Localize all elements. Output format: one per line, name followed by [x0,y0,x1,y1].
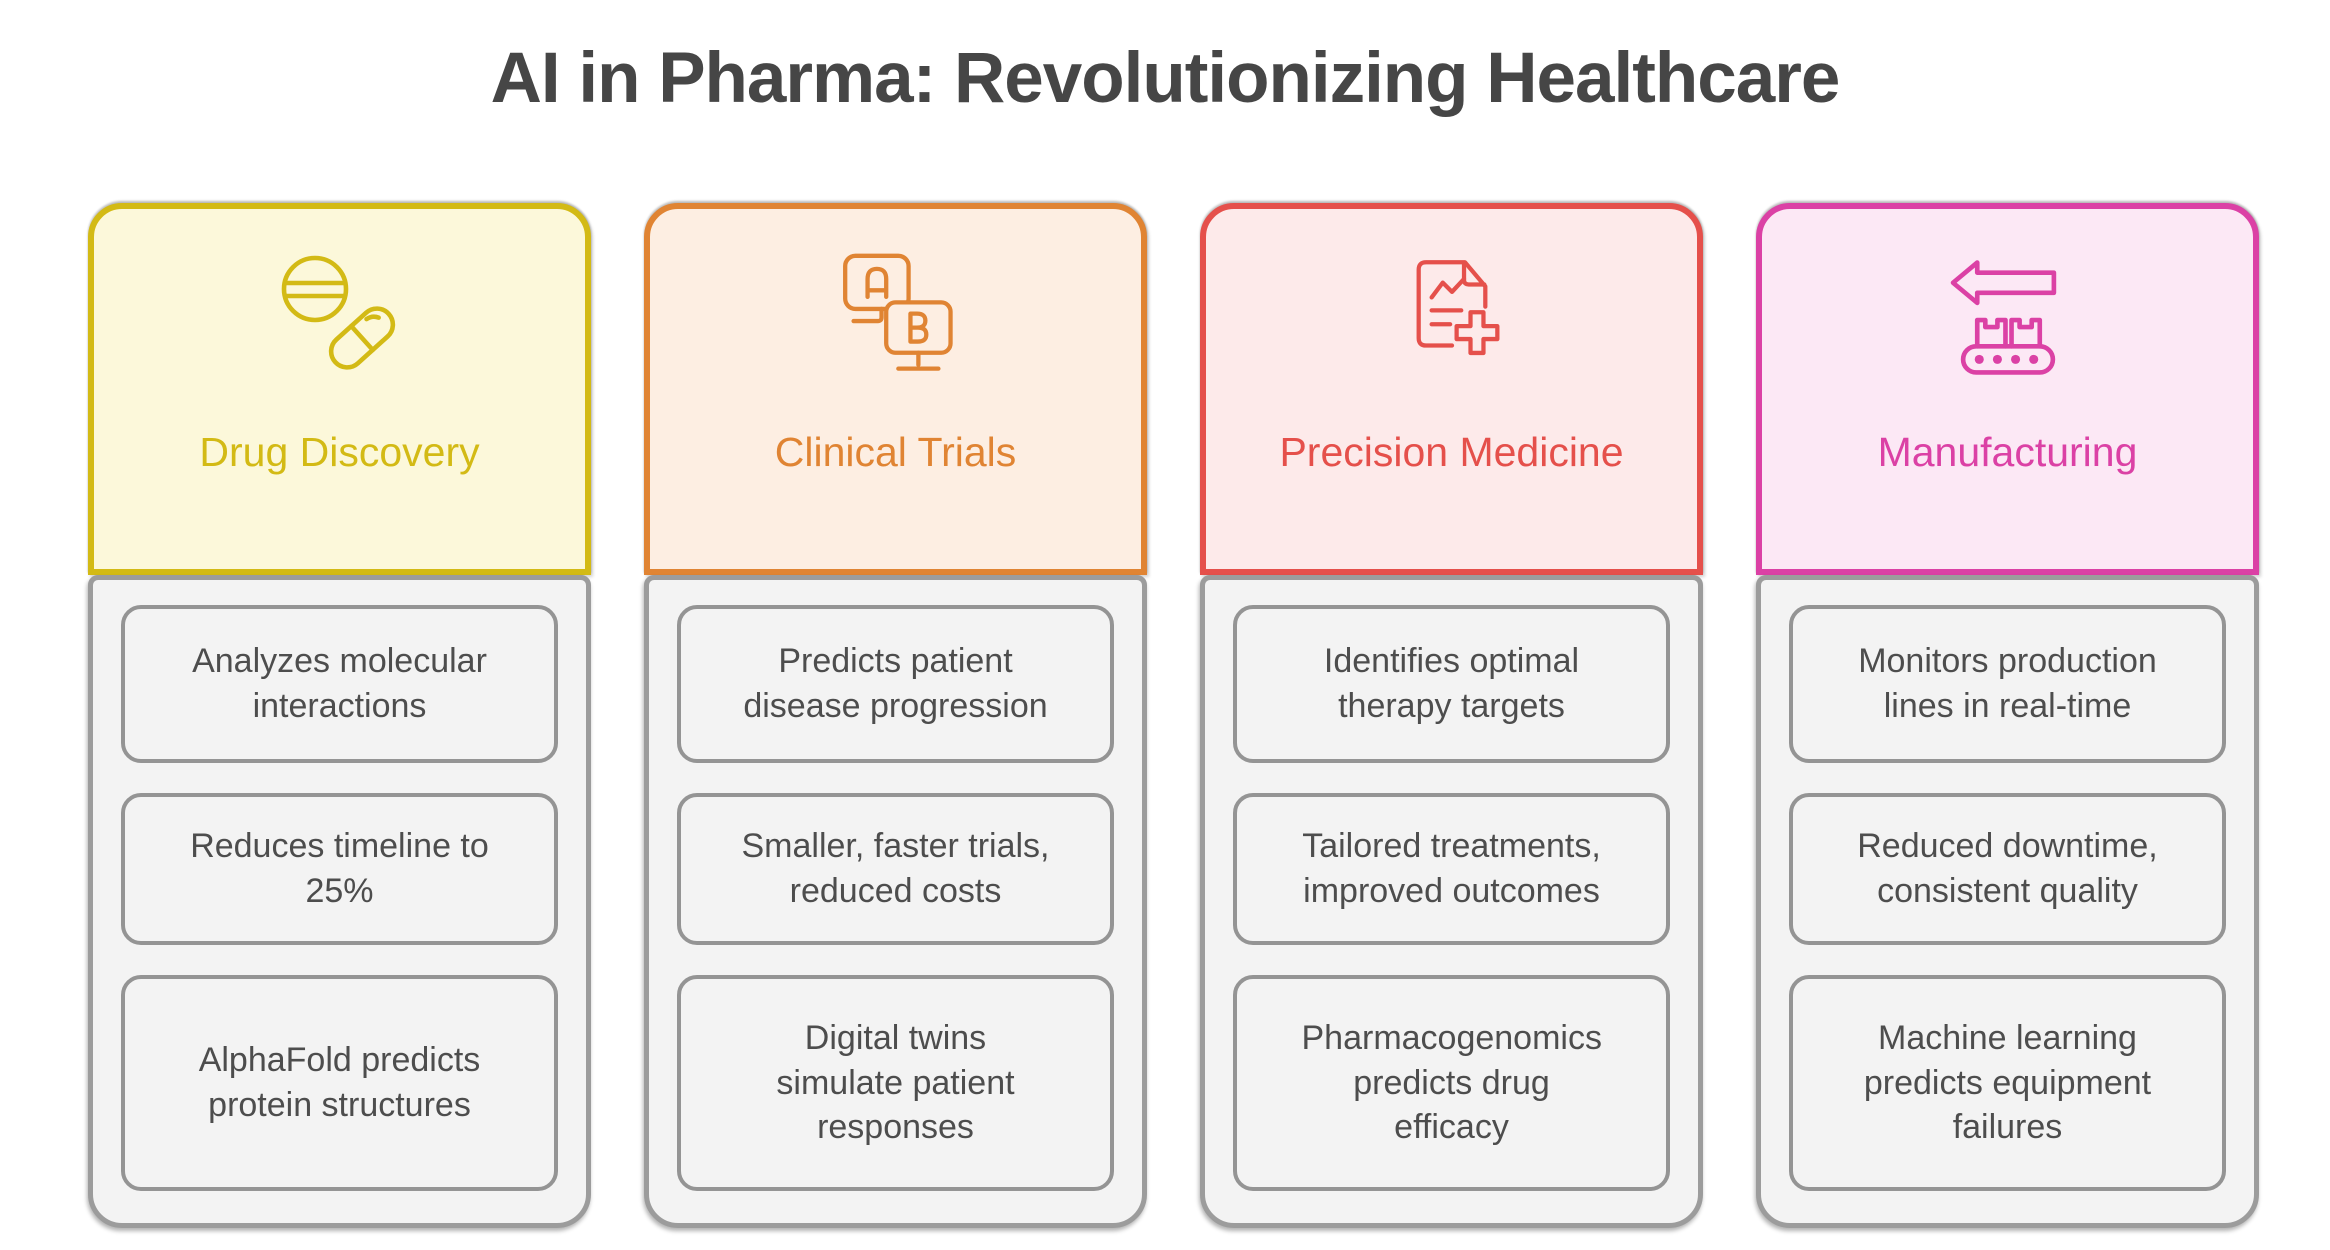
feature-card: Monitors production lines in real-time [1789,605,2226,763]
feature-card: Predicts patient disease progression [677,605,1114,763]
category-title: Clinical Trials [774,429,1017,475]
feature-card-text: Reduces timeline to 25% [190,827,489,910]
feature-card: Smaller, faster trials, reduced costs [677,793,1114,945]
feature-card: Digital twins simulate patient responses [677,975,1114,1191]
feature-card-text: Smaller, faster trials, reduced costs [741,827,1050,910]
page-title: AI in Pharma: Revolutionizing Healthcare [490,39,1841,118]
feature-card-text: Monitors production lines in real-time [1858,642,2157,725]
feature-card: Reduces timeline to 25% [121,793,558,945]
conveyor-belt-icon [1949,253,2067,377]
feature-card-text: Tailored treatments, improved outcomes [1302,827,1601,910]
category-header: Manufacturing [1756,203,2259,575]
medical-report-plus-icon [1393,253,1511,377]
feature-card: Reduced downtime, consistent quality [1789,793,2226,945]
category-title: Precision Medicine [1279,429,1624,475]
pills-icon [281,253,399,377]
feature-card-text: Pharmacogenomics predicts drug efficacy [1301,1018,1602,1147]
feature-card: Machine learning predicts equipment fail… [1789,975,2226,1191]
feature-card-text: Analyzes molecular interactions [192,642,487,725]
feature-card: Tailored treatments, improved outcomes [1233,793,1670,945]
category-header: Clinical Trials [644,203,1147,575]
ab-test-monitors-icon [837,253,955,377]
feature-card: AlphaFold predicts protein structures [121,975,558,1191]
feature-card-text: Identifies optimal therapy targets [1323,642,1580,725]
category-title: Drug Discovery [199,429,480,475]
category-column-manufacturing: Manufacturing Monitors production lines … [1756,203,2259,1228]
columns-container: Drug Discovery Analyzes molecular intera… [88,203,2259,1228]
category-column-precision-medicine: Precision Medicine Identifies optimal th… [1200,203,1703,1228]
feature-card: Identifies optimal therapy targets [1233,605,1670,763]
feature-card-text: AlphaFold predicts protein structures [198,1041,481,1124]
feature-card-text: Machine learning predicts equipment fail… [1863,1018,2152,1147]
category-header: Precision Medicine [1200,203,1703,575]
feature-card-text: Predicts patient disease progression [743,642,1048,725]
category-column-drug-discovery: Drug Discovery Analyzes molecular intera… [88,203,591,1228]
feature-card-text: Digital twins simulate patient responses [776,1018,1015,1147]
category-column-clinical-trials: Clinical Trials Predicts patient disease… [644,203,1147,1228]
feature-card: Analyzes molecular interactions [121,605,558,763]
feature-card: Pharmacogenomics predicts drug efficacy [1233,975,1670,1191]
feature-card-text: Reduced downtime, consistent quality [1857,827,2158,910]
category-title: Manufacturing [1877,429,2138,475]
category-header: Drug Discovery [88,203,591,575]
